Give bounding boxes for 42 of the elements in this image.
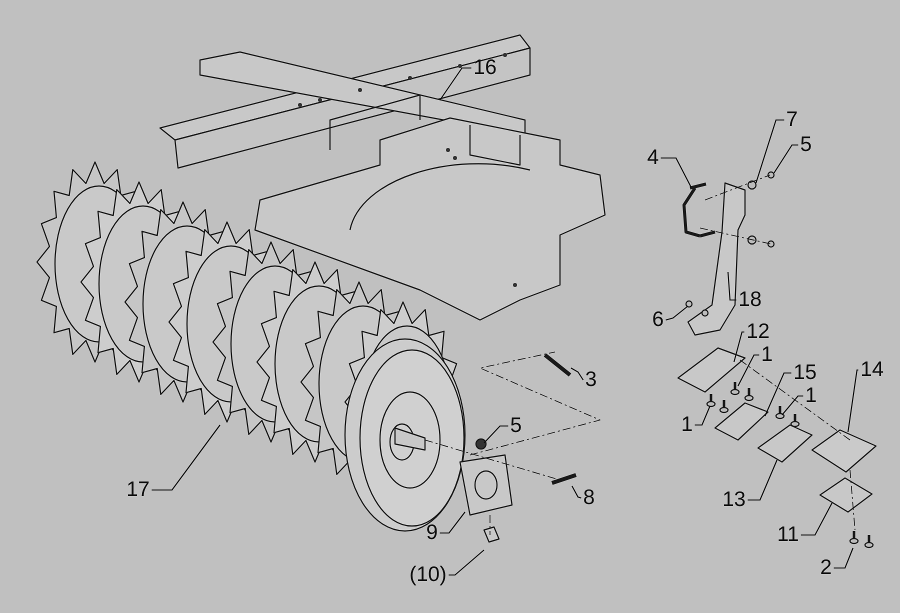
callout-number: 1 bbox=[681, 414, 693, 436]
callout-number: 1 bbox=[761, 344, 773, 366]
leader-line bbox=[727, 272, 736, 301]
leader-line bbox=[152, 424, 220, 491]
callout-number: 5 bbox=[510, 415, 522, 437]
callout-number: 2 bbox=[820, 557, 832, 579]
callout-number: 17 bbox=[126, 479, 150, 501]
leader-line bbox=[440, 512, 466, 534]
leader-line bbox=[484, 425, 508, 444]
callout-number: 18 bbox=[738, 289, 762, 311]
leader-line bbox=[847, 369, 858, 432]
leader-line bbox=[570, 368, 584, 380]
callout-number: 7 bbox=[786, 109, 798, 131]
callout-number: 16 bbox=[473, 57, 497, 79]
leader-line bbox=[660, 157, 692, 188]
callout-number: (10) bbox=[409, 564, 447, 586]
callout-number: 13 bbox=[722, 489, 746, 511]
leader-line bbox=[800, 502, 832, 536]
callout-number: 3 bbox=[585, 369, 597, 391]
leader-line bbox=[764, 372, 792, 416]
leader-line bbox=[733, 331, 744, 362]
leader-line bbox=[782, 395, 804, 416]
callout-number: 1 bbox=[805, 385, 817, 407]
leader-line bbox=[440, 67, 472, 100]
leader-line bbox=[834, 548, 854, 569]
leader-line bbox=[694, 406, 710, 426]
leader-line bbox=[748, 460, 778, 501]
leader-line bbox=[738, 354, 760, 386]
callout-number: 8 bbox=[583, 487, 595, 509]
callout-number: 4 bbox=[647, 147, 659, 169]
leader-line bbox=[572, 486, 582, 499]
leader-line bbox=[755, 119, 784, 184]
leader-line bbox=[666, 306, 688, 321]
callout-number: 6 bbox=[652, 309, 664, 331]
callout-number: 12 bbox=[746, 321, 770, 343]
callout-number: 11 bbox=[777, 524, 799, 546]
leader-line bbox=[774, 144, 798, 174]
callout-number: 14 bbox=[860, 359, 884, 381]
callout-number: 9 bbox=[426, 522, 438, 544]
callout-number: 5 bbox=[800, 134, 812, 156]
leader-line bbox=[448, 550, 484, 576]
callout-number: 15 bbox=[793, 362, 817, 384]
